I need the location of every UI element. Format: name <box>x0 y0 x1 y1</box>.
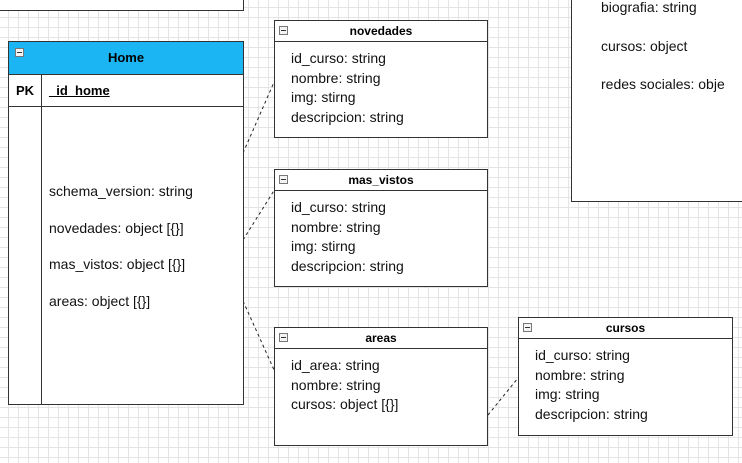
entity-header: areas <box>275 328 487 349</box>
collapse-icon[interactable] <box>279 333 288 342</box>
field-biografia: biografia: string <box>601 0 697 15</box>
field-cursos: cursos: object [{}] <box>291 396 399 412</box>
partial-field-list: biografia: string cursos: object redes s… <box>601 0 725 114</box>
entity-title: Home <box>107 50 145 65</box>
field-list: id_curso: string nombre: string img: str… <box>535 346 648 424</box>
pk-field: _id_home <box>49 83 110 98</box>
field-descripcion: descripcion: string <box>535 405 648 422</box>
field-nombre: nombre: string <box>291 376 381 393</box>
field-descripcion: descripcion: string <box>291 257 404 274</box>
field-img: img: stirng <box>291 89 356 105</box>
connector-home-novedades <box>242 79 276 154</box>
entity-title: areas <box>365 331 397 345</box>
field-list: id_curso: string nombre: string img: sti… <box>291 198 404 276</box>
collapse-icon[interactable] <box>15 48 24 57</box>
partial-entity-top <box>0 0 244 11</box>
field-id-curso: id_curso: string <box>291 199 386 215</box>
collapse-icon[interactable] <box>523 323 532 332</box>
field-cursos: cursos: object <box>601 37 688 54</box>
entity-title: cursos <box>605 321 646 335</box>
field-list: id_curso: string nombre: string img: sti… <box>291 49 404 127</box>
field-list: schema_version: string novedades: object… <box>49 182 193 328</box>
entity-title: novedades <box>349 24 413 38</box>
connector-home-areas <box>242 300 276 373</box>
connector-areas-cursos <box>487 377 519 416</box>
entity-home[interactable]: Home PK _id_home schema_version: string … <box>8 41 244 405</box>
collapse-icon[interactable] <box>279 26 288 35</box>
entity-mas-vistos[interactable]: mas_vistos id_curso: string nombre: stri… <box>274 169 488 287</box>
field-descripcion: descripcion: string <box>291 108 404 125</box>
connector-home-mas-vistos <box>242 188 276 241</box>
entity-header: mas_vistos <box>275 170 487 191</box>
column-divider <box>41 74 42 404</box>
field-redes-sociales: redes sociales: obje <box>601 76 725 92</box>
entity-header: cursos <box>519 318 732 339</box>
field-img: img: stirng <box>291 238 356 254</box>
field-id-area: id_area: string <box>291 357 380 373</box>
collapse-icon[interactable] <box>279 175 288 184</box>
pk-label: PK <box>16 83 35 98</box>
field-nombre: nombre: string <box>535 366 625 383</box>
field-img: img: string <box>535 386 600 402</box>
field-novedades: novedades: object [{}] <box>49 219 184 236</box>
entity-cursos[interactable]: cursos id_curso: string nombre: string i… <box>518 317 733 436</box>
partial-entity-right: biografia: string cursos: object redes s… <box>571 0 742 202</box>
entity-title: mas_vistos <box>348 173 414 187</box>
field-nombre: nombre: string <box>291 69 381 86</box>
field-list: id_area: string nombre: string cursos: o… <box>291 356 398 415</box>
field-mas-vistos: mas_vistos: object [{}] <box>49 256 186 272</box>
field-nombre: nombre: string <box>291 218 381 235</box>
entity-header: Home <box>9 42 243 75</box>
primary-key-row: PK _id_home <box>9 74 243 107</box>
field-areas: areas: object [{}] <box>49 292 151 309</box>
field-id-curso: id_curso: string <box>291 50 386 66</box>
field-schema-version: schema_version: string <box>49 183 193 199</box>
entity-areas[interactable]: areas id_area: string nombre: string cur… <box>274 327 488 446</box>
field-id-curso: id_curso: string <box>535 347 630 363</box>
entity-novedades[interactable]: novedades id_curso: string nombre: strin… <box>274 20 488 138</box>
entity-header: novedades <box>275 21 487 42</box>
